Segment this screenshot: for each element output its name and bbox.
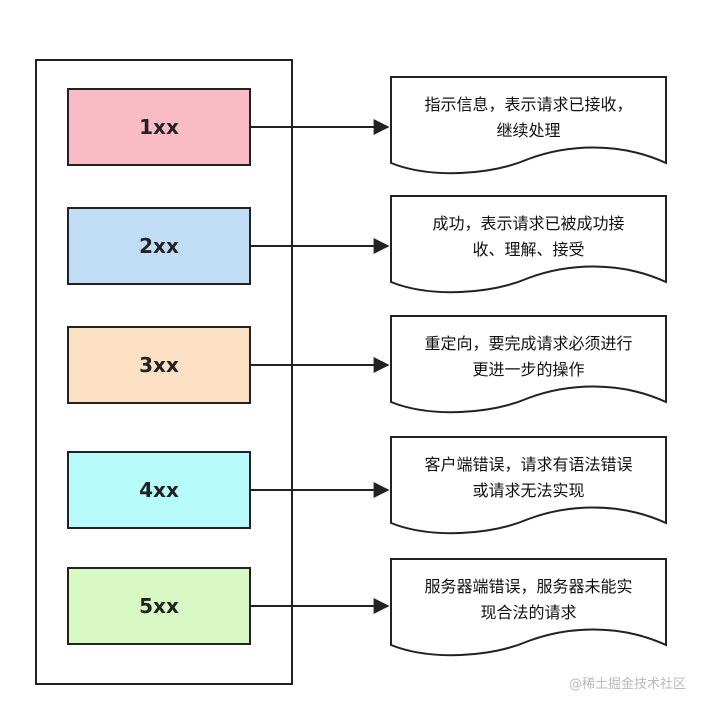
status-code-label: 5xx (139, 594, 179, 618)
status-box-4xx (67, 451, 251, 529)
status-code-label: 3xx (139, 353, 179, 377)
status-code-label: 2xx (139, 234, 179, 258)
status-code-label: 4xx (139, 478, 179, 502)
description-line: 指示信息，表示请求已接收， (424, 95, 632, 114)
description-note-4xx (390, 436, 667, 535)
description-line: 更进一步的操作 (472, 360, 584, 379)
status-group-container (35, 59, 293, 685)
description-line: 收、理解、接受 (472, 240, 584, 259)
description-line: 服务器端错误，服务器未能实 (424, 577, 632, 596)
status-box-1xx (67, 88, 251, 166)
status-code-label: 1xx (139, 115, 179, 139)
description-line: 重定向，要完成请求必须进行 (424, 334, 632, 353)
description-line: 成功，表示请求已被成功接 (432, 214, 624, 233)
status-box-5xx (67, 567, 251, 645)
description-note-3xx (390, 315, 667, 414)
description-note-2xx (390, 195, 667, 294)
description-line: 现合法的请求 (480, 603, 576, 622)
description-line: 客户端错误，请求有语法错误 (424, 455, 632, 474)
watermark-text: @稀土掘金技术社区 (569, 676, 686, 692)
description-line: 或请求无法实现 (472, 481, 584, 500)
status-rows: 1xx 指示信息，表示请求已接收， 继续处理 2xx 成功，表示请求已被成功接收、理解、… (67, 76, 667, 657)
description-line: 继续处理 (496, 121, 560, 140)
description-note-5xx (390, 558, 667, 657)
description-note-1xx (390, 76, 667, 175)
